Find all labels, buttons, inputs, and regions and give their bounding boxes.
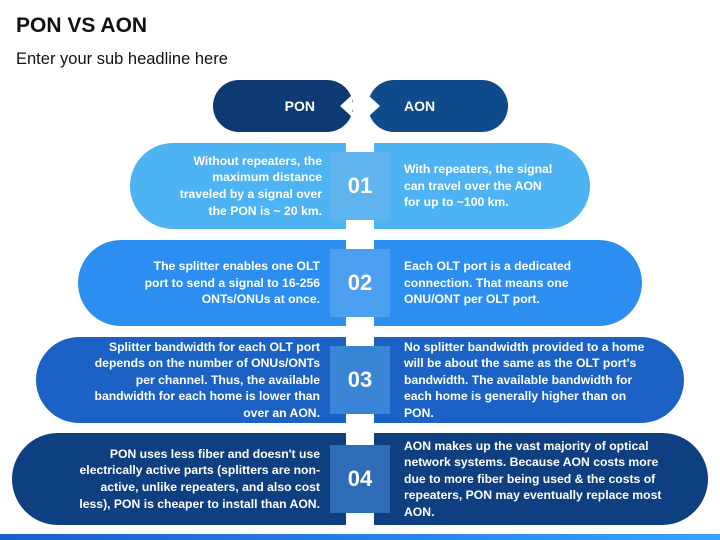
pon-header-label: PON — [284, 98, 315, 114]
row-01-pon-pill: Without repeaters, the maximum distance … — [130, 143, 346, 229]
row-01-aon-pill: With repeaters, the signal can travel ov… — [374, 143, 590, 229]
row-02-number: 02 — [347, 270, 373, 295]
row-01-number-box: 01 — [330, 152, 390, 220]
row-03-aon-text: No splitter bandwidth provided to a home… — [404, 339, 645, 420]
row-03-number-box: 03 — [330, 346, 390, 414]
row-02-aon-text: Each OLT port is a dedicated connection.… — [404, 259, 572, 307]
aon-header-label: AON — [404, 98, 436, 114]
page-title: PON VS AON — [16, 14, 148, 37]
aon-header-pill: AON — [368, 80, 508, 132]
row-04-aon-pill: AON makes up the vast majority of optica… — [374, 433, 708, 525]
row-03-number: 03 — [347, 367, 373, 392]
row-04-pon-text: PON uses less fiber and doesn't use elec… — [79, 446, 320, 511]
row-01-aon-text: With repeaters, the signal can travel ov… — [404, 162, 553, 210]
row-04-aon-text: AON makes up the vast majority of optica… — [404, 438, 662, 519]
row-02-pon-text: The splitter enables one OLT port to sen… — [144, 259, 320, 307]
row-02-pon-pill: The splitter enables one OLT port to sen… — [78, 240, 346, 326]
page-subtitle: Enter your sub headline here — [16, 50, 228, 68]
double-arrow-icon — [340, 95, 380, 117]
row-01-number: 01 — [347, 173, 373, 198]
row-01-pon-text: Without repeaters, the maximum distance … — [179, 153, 322, 218]
row-02-number-box: 02 — [330, 249, 390, 317]
row-04-number: 04 — [347, 466, 373, 491]
pon-header-pill: PON — [213, 80, 353, 132]
row-03-aon-pill: No splitter bandwidth provided to a home… — [374, 337, 684, 423]
row-03-pon-text: Splitter bandwidth for each OLT port dep… — [94, 339, 321, 420]
bottom-accent-bar — [0, 534, 720, 540]
row-04-pon-pill: PON uses less fiber and doesn't use elec… — [12, 433, 346, 525]
row-03-pon-pill: Splitter bandwidth for each OLT port dep… — [36, 337, 346, 423]
row-04-number-box: 04 — [330, 445, 390, 513]
row-02-aon-pill: Each OLT port is a dedicated connection.… — [374, 240, 642, 326]
